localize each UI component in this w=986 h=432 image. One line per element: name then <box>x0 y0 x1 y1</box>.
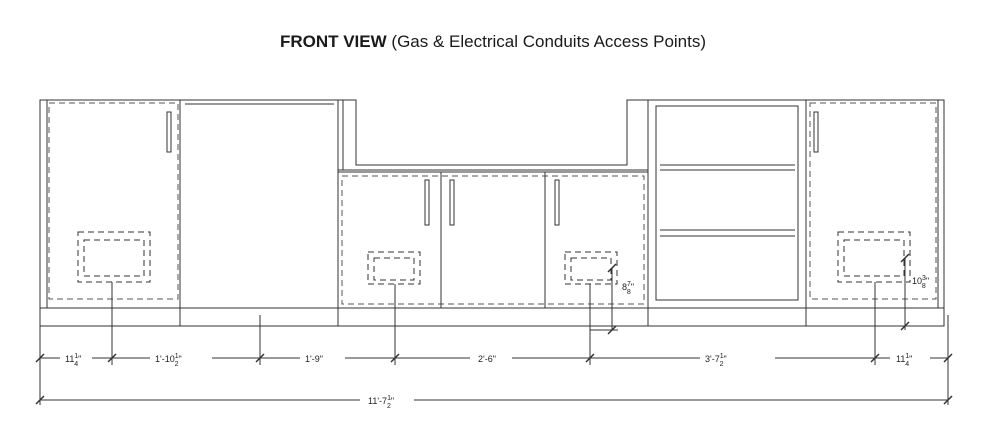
grill-section <box>179 99 339 309</box>
title-bold: FRONT VIEW <box>279 32 387 51</box>
left-cabinet-door-outline <box>48 102 179 300</box>
center-counter-outline <box>338 99 648 166</box>
left-access-point <box>77 231 151 283</box>
toe-kick <box>39 307 945 327</box>
right-access-point <box>837 231 911 283</box>
dim-seg3: 1'-9" <box>305 354 323 364</box>
center-access-2 <box>564 251 618 285</box>
dim-seg4: 2'-6" <box>478 354 496 364</box>
center-handle-1 <box>424 179 430 226</box>
center-cabinet <box>337 171 649 309</box>
drawing-title: FRONT VIEW (Gas & Electrical Conduits Ac… <box>0 32 986 52</box>
title-subtitle: (Gas & Electrical Conduits Access Points… <box>391 32 707 51</box>
shelf-cabinet <box>647 99 807 309</box>
left-cabinet-handle <box>166 111 172 153</box>
center-handle-2 <box>449 179 455 226</box>
left-cabinet <box>39 99 181 309</box>
right-cabinet-handle <box>813 111 819 153</box>
center-handle-3 <box>554 179 560 226</box>
center-access-1 <box>367 251 421 285</box>
